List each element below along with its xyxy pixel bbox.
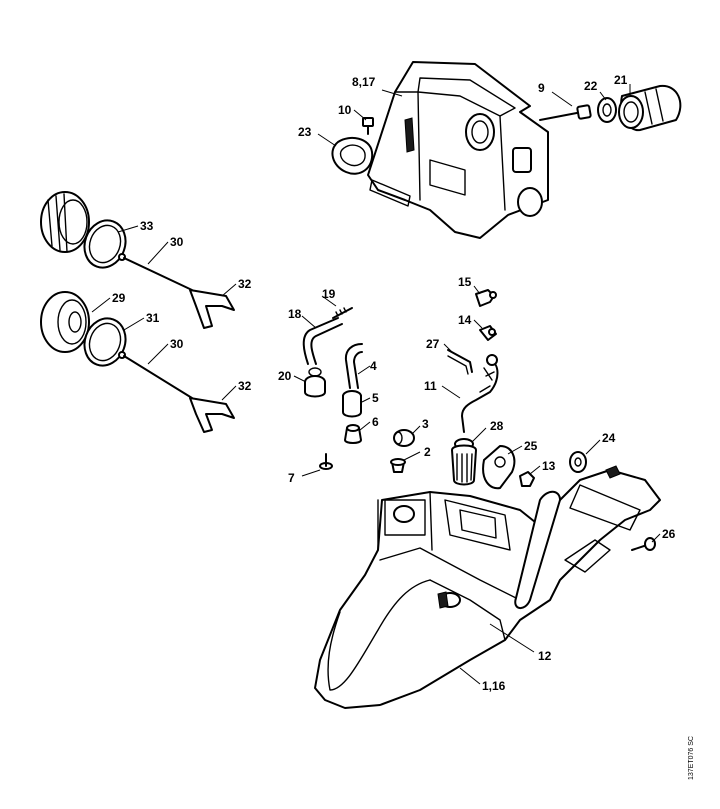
screw-9 <box>539 104 592 121</box>
fuel-filter-28 <box>451 438 477 486</box>
filler-cap-29 <box>40 291 90 353</box>
callout-20: 20 <box>278 369 292 383</box>
callout-21: 21 <box>614 73 628 87</box>
callout-22: 22 <box>584 79 598 93</box>
callout-24: 24 <box>602 431 616 445</box>
handle-housing-lower <box>314 465 661 709</box>
screw-26 <box>631 537 656 551</box>
callout-6: 6 <box>372 415 379 429</box>
callout-32-bottom: 32 <box>238 379 252 393</box>
cord-30-top <box>118 253 193 291</box>
gasket-23 <box>331 136 374 175</box>
filter-5 <box>342 390 362 418</box>
hose-4 <box>344 343 363 389</box>
seal-31 <box>83 317 127 367</box>
cover-25 <box>482 445 516 490</box>
callout-12: 12 <box>538 649 552 663</box>
callout-26: 26 <box>662 527 676 541</box>
callout-30-bottom: 30 <box>170 337 184 351</box>
callout-10: 10 <box>338 103 352 117</box>
callout-2: 2 <box>424 445 431 459</box>
plug-2 <box>390 458 406 473</box>
callout-8-17: 8,17 <box>352 75 376 89</box>
callout-7: 7 <box>288 471 295 485</box>
intake-flange-21 <box>618 84 682 132</box>
callout-25: 25 <box>524 439 538 453</box>
washer-22 <box>597 97 617 123</box>
nut-13 <box>519 471 535 487</box>
callout-33: 33 <box>140 219 154 233</box>
grommet-20 <box>304 367 326 398</box>
seal-33 <box>83 219 127 269</box>
callout-30-top: 30 <box>170 235 184 249</box>
valve-3 <box>393 429 415 447</box>
callout-15: 15 <box>458 275 472 289</box>
pin-7 <box>319 453 333 470</box>
hose-19 <box>332 307 353 319</box>
callout-23: 23 <box>298 125 312 139</box>
fitting-14 <box>479 325 497 341</box>
callout-13: 13 <box>542 459 556 473</box>
filler-cap-top <box>40 191 90 253</box>
callout-29: 29 <box>112 291 126 305</box>
clip-32-bottom <box>189 397 235 433</box>
hose-11 <box>461 354 499 433</box>
clip-32-top <box>189 289 235 329</box>
callout-18: 18 <box>288 307 302 321</box>
callout-31: 31 <box>146 311 160 325</box>
callout-27: 27 <box>426 337 440 351</box>
filter-6 <box>344 424 362 444</box>
cord-30-bottom <box>118 351 193 399</box>
hose-18 <box>302 317 343 365</box>
callout-11: 11 <box>424 379 437 393</box>
callout-19: 19 <box>322 287 336 301</box>
callout-14: 14 <box>458 313 472 327</box>
callout-9: 9 <box>538 81 545 95</box>
callout-3: 3 <box>422 417 429 431</box>
callout-labels: 8,17 9 22 21 10 23 33 30 32 29 31 30 32 … <box>112 73 676 693</box>
fitting-15 <box>475 289 497 307</box>
hose-27 <box>447 349 473 375</box>
callout-1-16: 1,16 <box>482 679 506 693</box>
callout-32-top: 32 <box>238 277 252 291</box>
screw-10 <box>362 117 374 135</box>
catalog-code: 137ET076 SC <box>688 736 695 780</box>
callout-4: 4 <box>370 359 377 373</box>
washer-24 <box>569 451 587 473</box>
callout-5: 5 <box>372 391 379 405</box>
callout-28: 28 <box>490 419 504 433</box>
leader-lines <box>91 84 661 685</box>
tank-housing-upper <box>367 61 549 239</box>
